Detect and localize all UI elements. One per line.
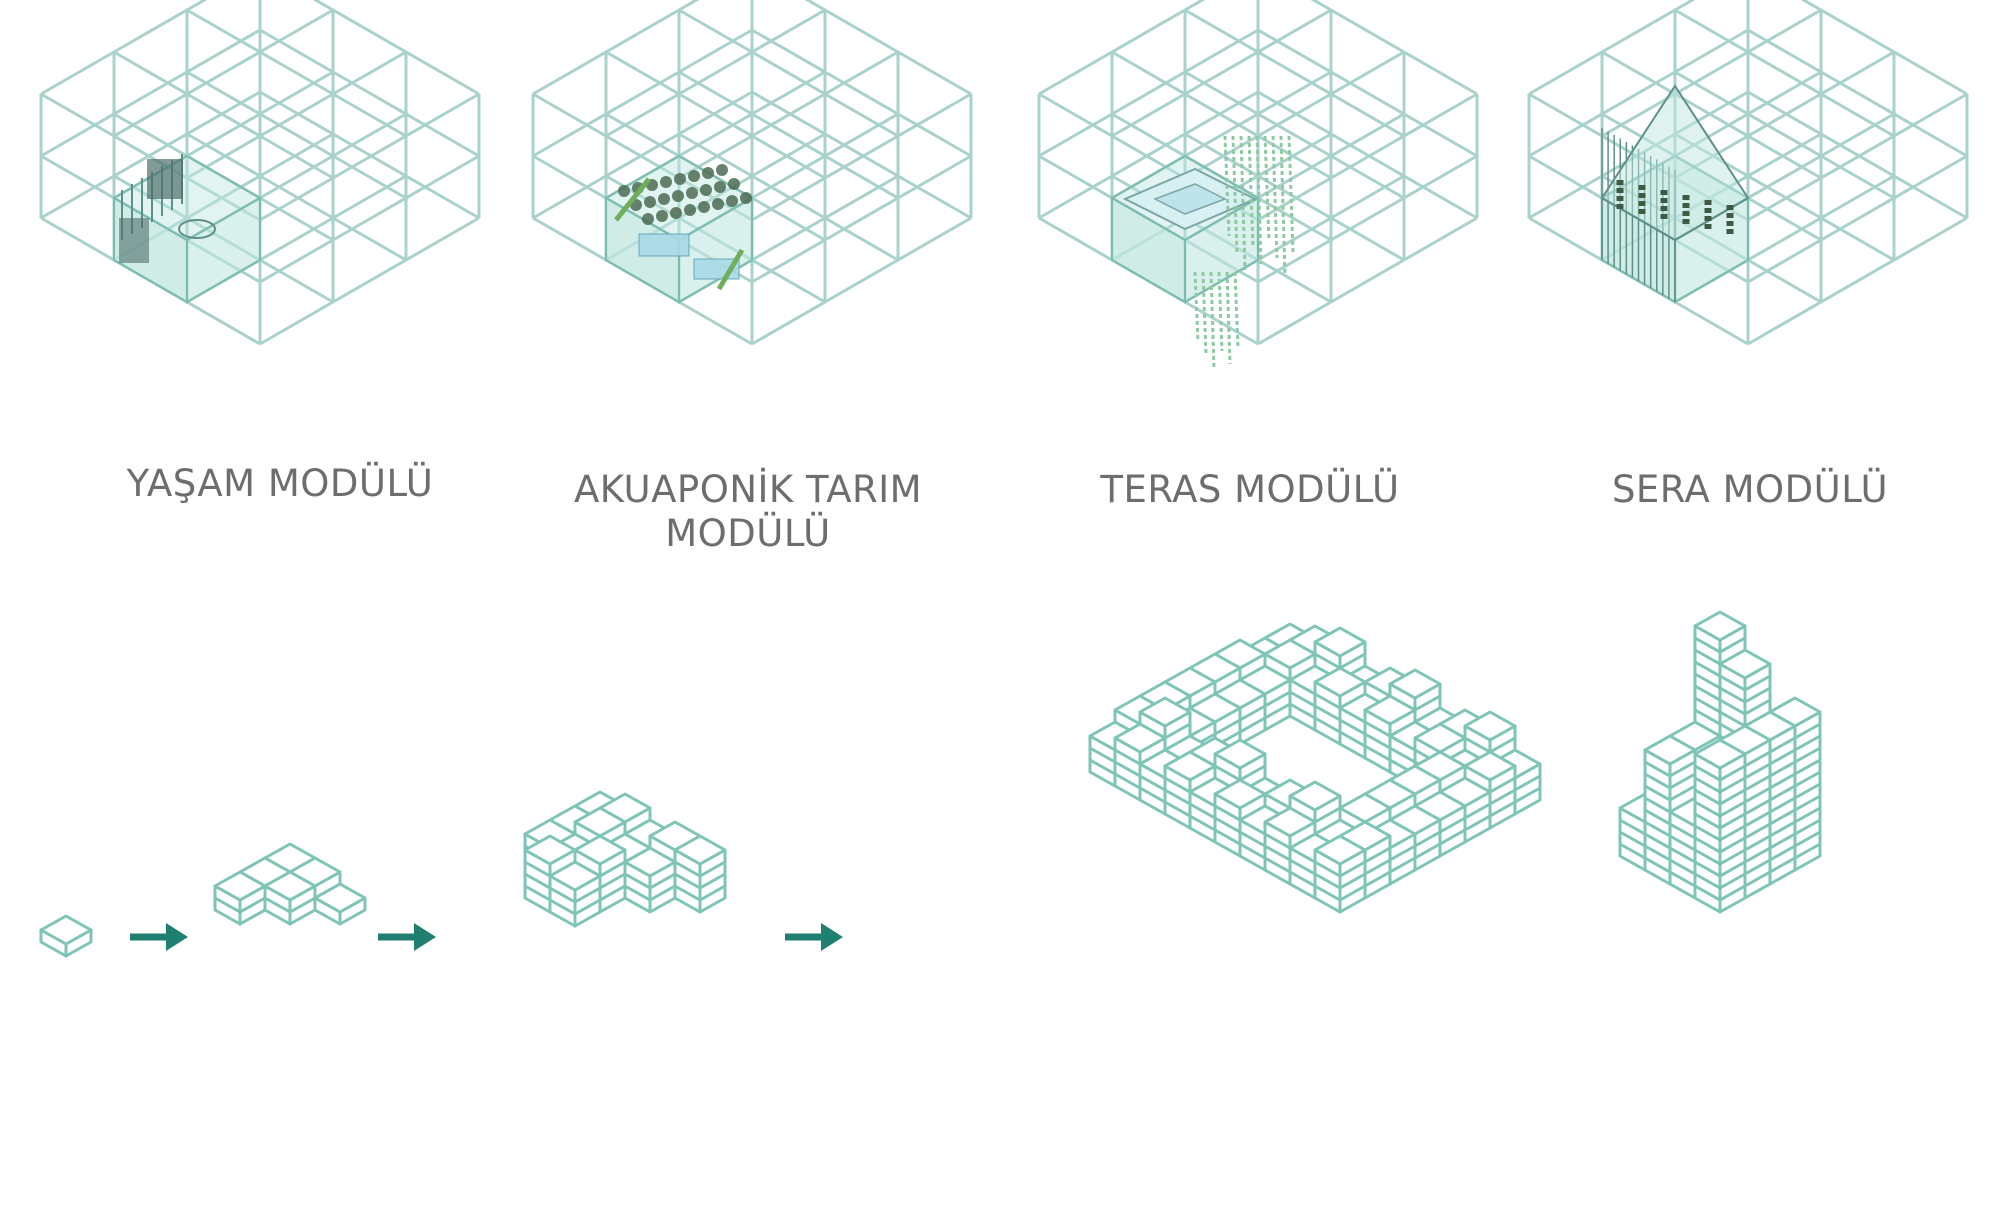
growth-step-module-group [213, 842, 367, 926]
module-frame-greenhouse [1527, 0, 1969, 346]
module-frame-aquaponic [531, 0, 973, 346]
module-frame-terrace [1037, 0, 1479, 369]
module-detail-greenhouse [1600, 84, 1750, 302]
module-detail-aquaponic [614, 164, 752, 291]
growth-arrow-icon [378, 923, 436, 951]
module-label-terrace: TERAS MODÜLÜ [1100, 468, 1400, 511]
module-detail-living [119, 154, 216, 263]
growth-step-ring-block [1088, 622, 1542, 914]
stack-cube [39, 914, 93, 958]
stack-cube [263, 870, 317, 926]
growth-step-single-module [39, 914, 93, 958]
stack-cube [548, 860, 602, 928]
stack-cube [673, 834, 727, 914]
stack-cube [313, 882, 367, 926]
growth-step-module-cluster [523, 790, 727, 928]
growth-step-tower [1618, 610, 1822, 914]
module-label-greenhouse: SERA MODÜLÜ [1611, 468, 1889, 511]
growth-arrow-icon [785, 923, 843, 951]
module-detail-terrace [1122, 135, 1295, 369]
stack-cube [1313, 834, 1367, 914]
module-frame-living [39, 0, 481, 346]
module-label-aquaponic: AKUAPONİK TARIM MODÜLÜ [573, 468, 923, 556]
growth-arrow-icon [130, 923, 188, 951]
module-label-living: YAŞAM MODÜLÜ [126, 462, 434, 505]
stack-cube [623, 846, 677, 914]
stack-cube [213, 870, 267, 926]
stack-cube [1693, 738, 1747, 914]
